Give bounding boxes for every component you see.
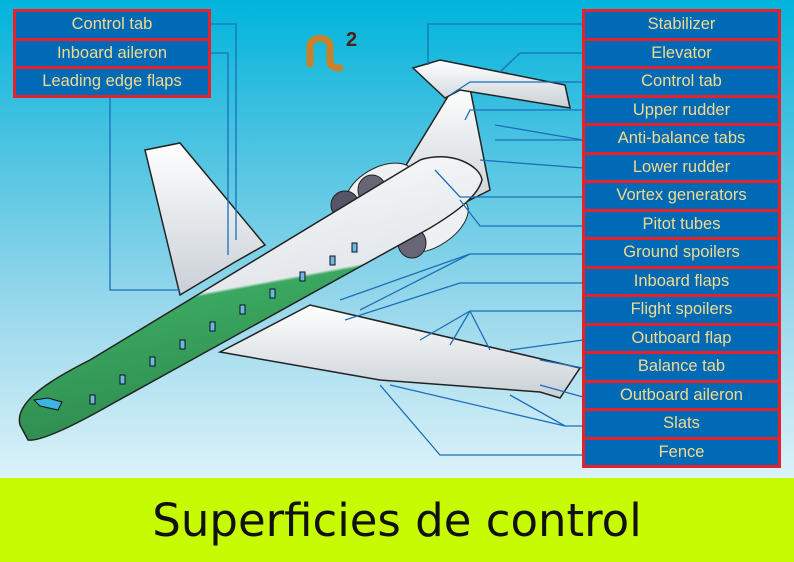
label-control-tab-left: Control tab xyxy=(16,12,208,38)
logo-icon: 2 xyxy=(306,29,357,72)
diagram-canvas: 2 Control tab Inboard aileron Leading ed… xyxy=(0,0,794,478)
label-inboard-flaps: Inboard flaps xyxy=(585,268,778,294)
label-ground-spoilers: Ground spoilers xyxy=(585,240,778,266)
leader-lines xyxy=(109,23,584,456)
left-label-group: Control tab Inboard aileron Leading edge… xyxy=(13,9,211,98)
svg-text:2: 2 xyxy=(346,29,357,51)
label-outboard-flap: Outboard flap xyxy=(585,325,778,351)
airplane-illustration xyxy=(18,23,584,456)
right-label-group: Stabilizer Elevator Control tab Upper ru… xyxy=(582,9,781,468)
horizontal-stabilizer xyxy=(411,59,571,109)
label-lower-rudder: Lower rudder xyxy=(585,154,778,180)
label-anti-balance-tabs: Anti-balance tabs xyxy=(585,126,778,152)
label-pitot-tubes: Pitot tubes xyxy=(585,211,778,237)
cabin-windows xyxy=(89,242,358,405)
label-upper-rudder: Upper rudder xyxy=(585,97,778,123)
label-vortex-generators: Vortex generators xyxy=(585,183,778,209)
diagram-title: Superficies de control xyxy=(152,493,642,547)
label-fence: Fence xyxy=(585,439,778,465)
label-slats: Slats xyxy=(585,411,778,437)
label-inboard-aileron: Inboard aileron xyxy=(16,40,208,66)
label-balance-tab: Balance tab xyxy=(585,354,778,380)
cockpit-windows xyxy=(32,397,63,411)
label-control-tab-right: Control tab xyxy=(585,69,778,95)
label-elevator: Elevator xyxy=(585,40,778,66)
label-stabilizer: Stabilizer xyxy=(585,12,778,38)
label-outboard-aileron: Outboard aileron xyxy=(585,382,778,408)
label-leading-edge-flaps: Leading edge flaps xyxy=(16,69,208,95)
left-wing xyxy=(144,142,267,297)
fuselage xyxy=(18,156,483,441)
right-wing xyxy=(217,304,582,399)
label-flight-spoilers: Flight spoilers xyxy=(585,297,778,323)
title-banner: Superficies de control xyxy=(0,478,794,562)
